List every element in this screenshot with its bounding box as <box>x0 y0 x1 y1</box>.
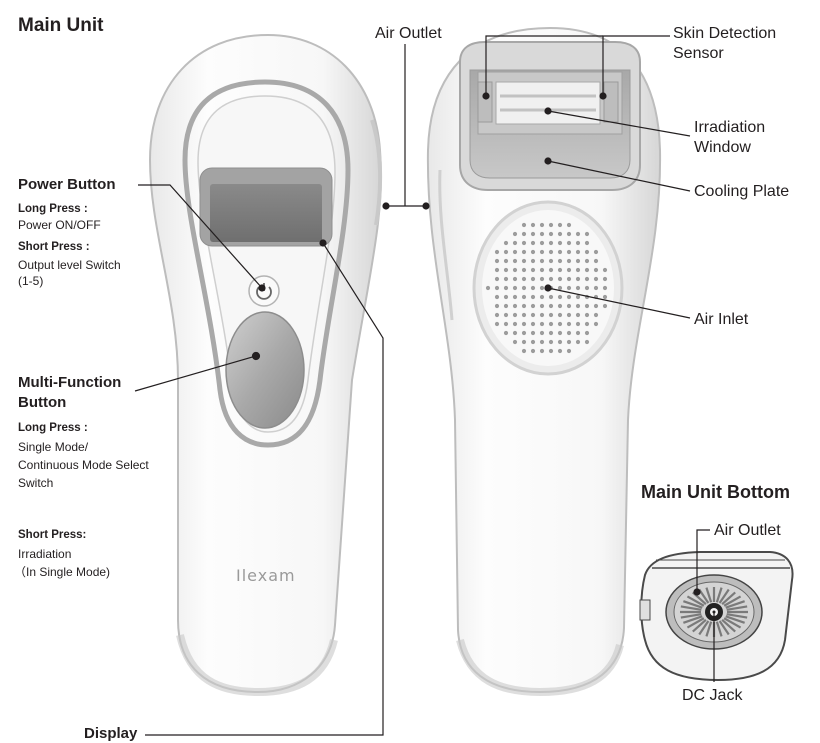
skin-sensor-label-2: Sensor <box>673 45 724 62</box>
irradiation-window-label-2: Window <box>694 139 751 156</box>
skin-sensor-left <box>477 81 493 123</box>
dc-jack-label: DC Jack <box>682 687 743 704</box>
leader-bottom-air-outlet <box>696 529 710 592</box>
front-panel-outer <box>182 79 351 448</box>
callout-lines <box>134 35 715 736</box>
display-screen <box>210 184 322 242</box>
multi-function-title-2: Button <box>18 394 67 411</box>
power-short-press-desc-2: (1-5) <box>18 274 44 288</box>
multi-long-press-desc-1: Single Mode/ <box>18 440 89 454</box>
skin-sensor-right <box>603 81 619 123</box>
leader-air-inlet <box>547 287 691 319</box>
power-short-press-desc-1: Output level Switch <box>18 258 121 272</box>
cooling-plate-label: Cooling Plate <box>694 183 790 200</box>
air-inlet-vent-holes <box>485 222 608 354</box>
brand-logo-text: Ilexam <box>236 566 296 585</box>
power-icon <box>256 286 272 300</box>
irradiation-window-label-1: Irradiation <box>694 119 766 136</box>
multi-short-press-desc-1: Irradiation <box>18 547 72 561</box>
multi-long-press-label: Long Press : <box>18 422 88 434</box>
multi-short-press-label: Short Press: <box>18 529 87 541</box>
bottom-air-outlet-label: Air Outlet <box>714 522 781 539</box>
power-short-press-label: Short Press : <box>18 241 90 253</box>
front-device <box>148 33 383 697</box>
power-long-press-label: Long Press : <box>18 203 88 215</box>
leader-power-button <box>138 184 263 289</box>
bottom-device <box>639 551 794 682</box>
multi-long-press-desc-3: Switch <box>18 476 54 490</box>
leader-display <box>145 242 384 736</box>
leader-multi-function <box>134 355 257 392</box>
leader-cooling-plate <box>547 160 691 192</box>
multi-function-button-shape <box>225 311 305 429</box>
display-label: Display <box>84 725 138 742</box>
bottom-view-title: Main Unit Bottom <box>641 482 790 502</box>
air-inlet-label: Air Inlet <box>694 311 749 328</box>
back-device <box>426 26 662 697</box>
air-outlet-label: Air Outlet <box>375 25 442 42</box>
power-long-press-desc: Power ON/OFF <box>18 218 101 232</box>
multi-long-press-desc-2: Continuous Mode Select <box>18 458 149 472</box>
multi-function-title-1: Multi-Function <box>18 374 122 391</box>
main-unit-title: Main Unit <box>18 15 104 36</box>
skin-sensor-label-1: Skin Detection <box>673 25 777 42</box>
power-button-title: Power Button <box>18 176 116 193</box>
multi-short-press-desc-2: （In Single Mode) <box>14 565 111 579</box>
leader-irradiation-window <box>547 110 691 137</box>
